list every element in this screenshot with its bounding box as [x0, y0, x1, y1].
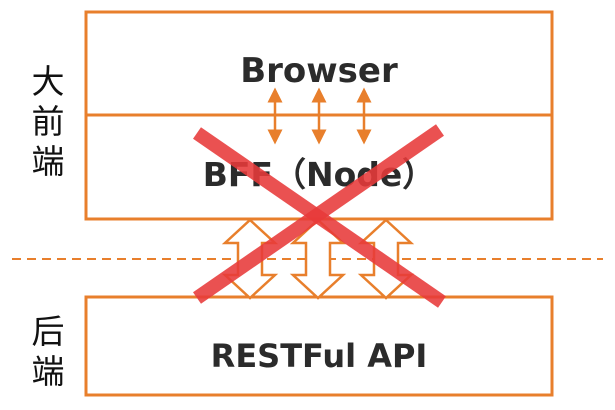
browser-label: Browser — [240, 51, 398, 91]
side-label-char: 端 — [31, 352, 65, 391]
side-label-char: 大 — [31, 62, 65, 101]
side-label-char: 前 — [31, 102, 65, 141]
restful-api-label: RESTFul API — [211, 337, 428, 375]
backend-side-label: 后端 — [28, 312, 68, 392]
side-label-char: 端 — [31, 142, 65, 181]
backend-side-label-text: 后端 — [28, 312, 68, 392]
browser-bff-arrows — [267, 87, 372, 145]
side-label-char: 后 — [31, 312, 65, 351]
frontend-side-label-text: 大前端 — [28, 62, 68, 182]
cross-out-mark — [193, 124, 446, 308]
frontend-side-label: 大前端 — [28, 62, 68, 182]
cross-stroke-2 — [193, 124, 444, 304]
bff-api-arrow-2 — [289, 218, 347, 300]
